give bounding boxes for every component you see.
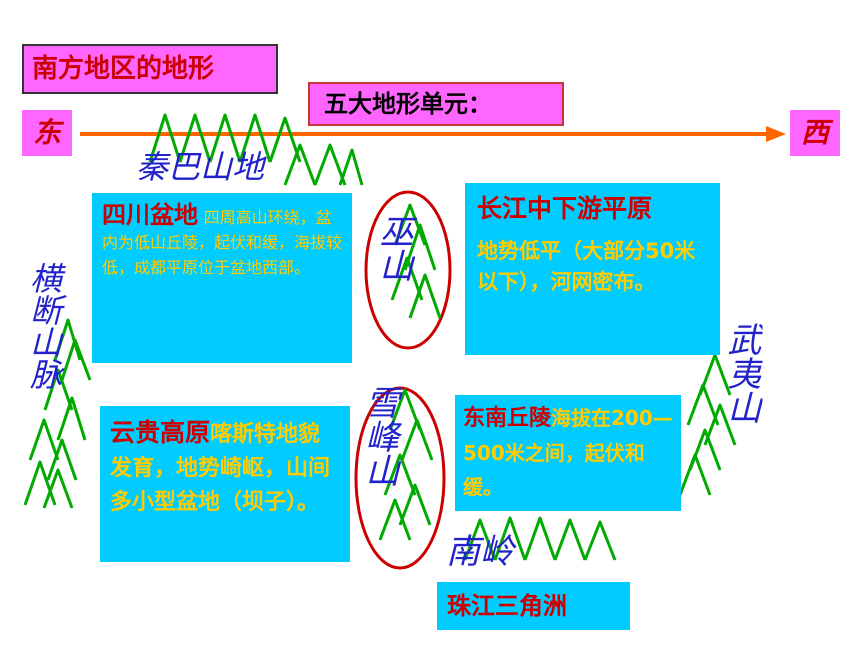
changjiang-plain-desc: 地势低平（大部分50米以下），河网密布。 bbox=[477, 239, 696, 294]
sichuan-basin-desc: 四周高山环绕，盆内为低山丘陵，起伏和缓，海拔较低，成都平原位于盆地西部。 bbox=[102, 208, 343, 277]
dongnan-hills-box: 东南丘陵海拔在200—500米之间，起伏和缓。 bbox=[455, 395, 681, 511]
yungui-plateau-box: 云贵高原喀斯特地貌发育，地势崎岖，山间多小型盆地（坝子）。 bbox=[100, 406, 350, 562]
units-heading: 五大地形单元： bbox=[308, 82, 564, 126]
dongnan-hills-name: 东南丘陵 bbox=[463, 406, 552, 431]
west-label: 西 bbox=[790, 110, 840, 156]
east-label: 东 bbox=[22, 110, 72, 156]
yungui-plateau-desc: 喀斯特地貌发育，地势崎岖，山间多小型盆地（坝子）。 bbox=[110, 422, 331, 515]
changjiang-plain-name: 长江中下游平原 bbox=[477, 194, 653, 223]
wushan-ellipse bbox=[364, 190, 452, 350]
nanling-mountain-symbols bbox=[463, 516, 617, 561]
hengduan-mountain-symbols bbox=[23, 318, 92, 509]
nanling-label: 南岭 bbox=[446, 532, 514, 572]
direction-arrow-head bbox=[766, 126, 786, 142]
pearl-river-delta-box: 珠江三角洲 bbox=[437, 582, 630, 630]
xuefeng-ellipse bbox=[354, 386, 446, 570]
xuefeng-label: 雪峰山 bbox=[359, 385, 399, 487]
dongnan-hills-desc: 海拔在200—500米之间，起伏和缓。 bbox=[463, 406, 673, 499]
slide-title: 南方地区的地形 bbox=[22, 44, 278, 94]
yungui-plateau-name: 云贵高原 bbox=[110, 418, 211, 447]
wuyi-label: 武夷山 bbox=[721, 322, 761, 424]
hengduan-label: 横断山脉 bbox=[25, 262, 63, 390]
wuyi-mountain-symbols bbox=[678, 353, 737, 496]
changjiang-plain-box: 长江中下游平原 地势低平（大部分50米以下），河网密布。 bbox=[465, 183, 720, 355]
pearl-river-delta-label: 珠江三角洲 bbox=[447, 592, 567, 620]
sichuan-basin-name: 四川盆地 bbox=[102, 201, 198, 229]
wushan-label: 巫山 bbox=[373, 214, 413, 282]
qinba-label: 秦巴山地 bbox=[136, 148, 265, 186]
qinba-mountain-symbols bbox=[148, 113, 364, 186]
wushan-mountain-symbols bbox=[390, 203, 442, 319]
sichuan-basin-box: 四川盆地 四周高山环绕，盆内为低山丘陵，起伏和缓，海拔较低，成都平原位于盆地西部… bbox=[92, 193, 352, 363]
xuefeng-mountain-symbols bbox=[378, 388, 434, 541]
